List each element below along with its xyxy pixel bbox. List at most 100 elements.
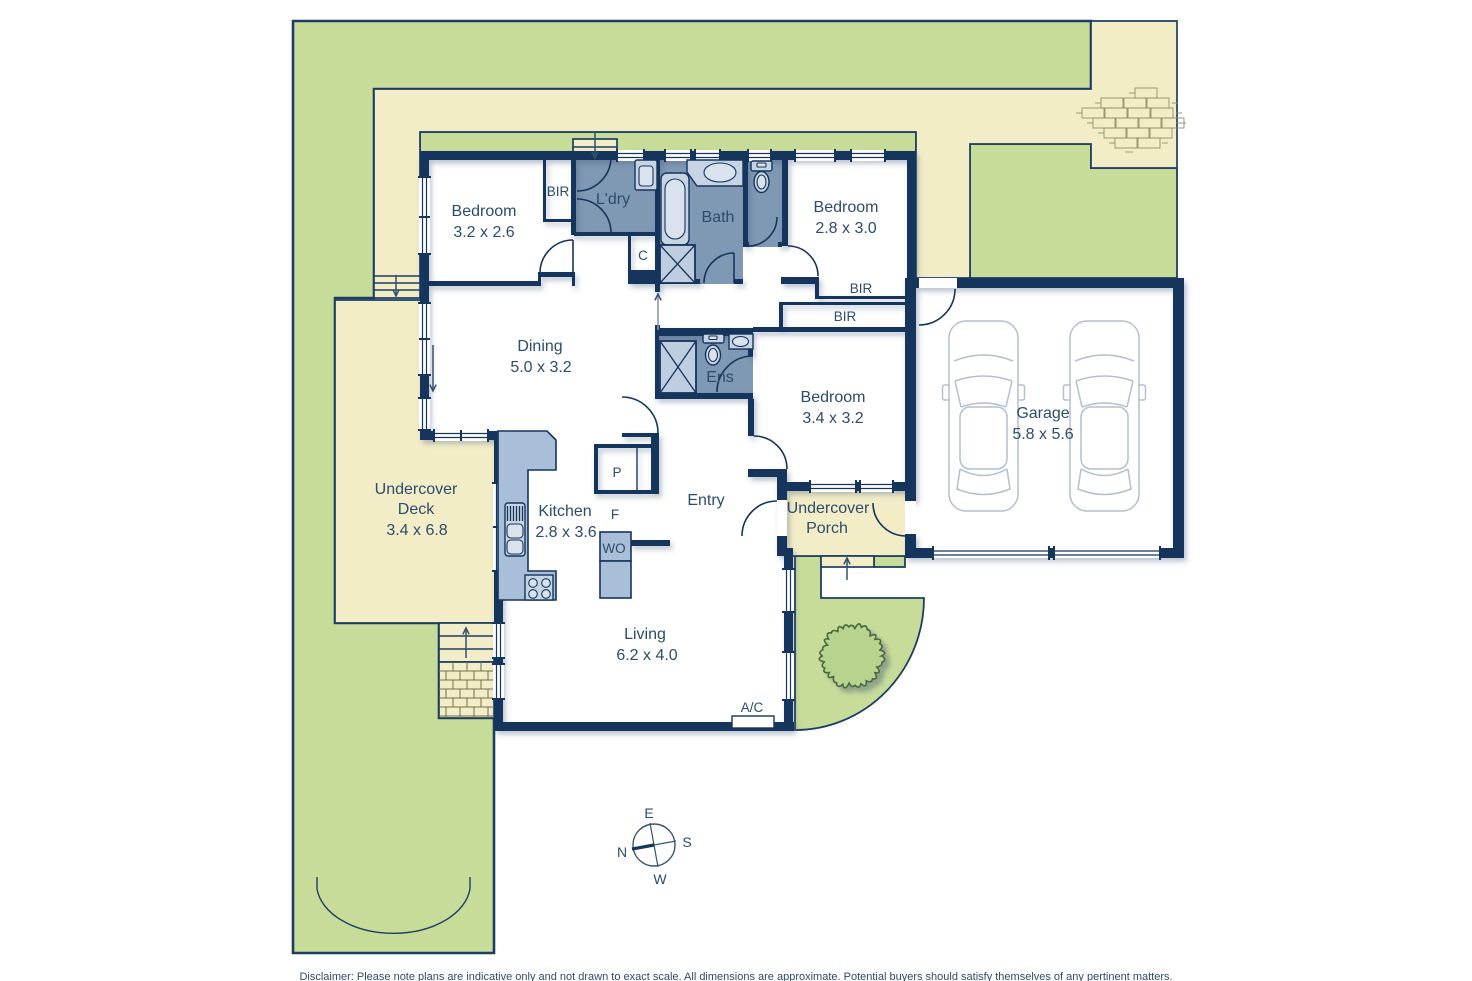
laundry-trough-bowl bbox=[638, 165, 654, 187]
wall-bedroom2-south bbox=[781, 277, 815, 284]
car-2-rear-window bbox=[1080, 468, 1129, 477]
wc-cistern-button bbox=[756, 162, 767, 168]
label-closet: C bbox=[638, 248, 648, 263]
door-arc-laundry-a bbox=[576, 156, 612, 192]
wall-laundry-west bbox=[571, 155, 576, 235]
label-bedroom3-name: Bedroom bbox=[801, 389, 866, 406]
wall-bir2-south bbox=[815, 296, 907, 299]
wall-garage-west-lower bbox=[905, 534, 916, 556]
arrow-deck-steps-head bbox=[462, 626, 470, 635]
brick bbox=[1149, 127, 1173, 139]
ensuite-bowl-inner bbox=[707, 347, 719, 363]
label-bir-bedroom2: BIR bbox=[850, 281, 873, 296]
label-ensuite: Ens bbox=[706, 369, 734, 386]
bathtub-bowl bbox=[664, 178, 686, 240]
window bbox=[795, 150, 835, 161]
wall-pantry-east bbox=[651, 433, 659, 494]
wall-garage-north bbox=[905, 278, 1184, 288]
label-entry: Entry bbox=[687, 492, 724, 509]
car-2-chassis bbox=[1069, 320, 1140, 512]
wall-wc-west bbox=[743, 155, 748, 247]
car-1-rear-window bbox=[959, 468, 1008, 477]
label-kitchen-dims: 2.8 x 3.6 bbox=[535, 524, 596, 541]
window bbox=[783, 652, 794, 700]
compass-label-north: N bbox=[617, 844, 627, 860]
car-1-windshield-top bbox=[954, 375, 1013, 382]
arrow-hall-doorway-head bbox=[654, 292, 662, 301]
tree-icon bbox=[818, 623, 886, 689]
arrows bbox=[392, 131, 851, 658]
label-deck-dims: 3.4 x 6.8 bbox=[386, 522, 447, 539]
wall-bedroom1-south bbox=[424, 281, 538, 286]
wall-pantry-north bbox=[594, 444, 659, 448]
disclaimer: Disclaimer: Please note plans are indica… bbox=[299, 971, 1172, 981]
label-bath: Bath bbox=[702, 209, 735, 226]
wall-pantry-west bbox=[594, 444, 598, 494]
car-1-trunk bbox=[956, 468, 1011, 496]
window bbox=[851, 150, 885, 161]
label-dining-name: Dining bbox=[517, 338, 562, 355]
kitchen-cabinet bbox=[599, 560, 632, 599]
car-1-hood-line bbox=[953, 354, 1014, 362]
label-living-dims: 6.2 x 4.0 bbox=[616, 647, 677, 664]
ensuite-cistern-button bbox=[708, 335, 718, 341]
wall-laundry-south bbox=[574, 232, 660, 236]
door-arc-bathroom bbox=[703, 252, 735, 284]
label-bedroom2-name: Bedroom bbox=[814, 199, 879, 216]
label-garage-dims: 5.8 x 5.6 bbox=[1012, 426, 1073, 443]
window bbox=[695, 150, 720, 161]
wall-bedroom1-door-header bbox=[538, 272, 575, 277]
air-conditioner-unit bbox=[731, 715, 775, 729]
window bbox=[419, 177, 430, 254]
label-deck-line1: Undercover bbox=[375, 481, 458, 498]
arrow-nw-steps-head bbox=[392, 289, 400, 298]
door-leaf-hall-kitchen bbox=[622, 433, 658, 437]
window bbox=[493, 623, 504, 658]
ensuite-basin bbox=[731, 335, 750, 348]
wall-kitchen-stub bbox=[630, 540, 670, 546]
wall-bedroom1-door-jamb-west bbox=[538, 272, 541, 286]
label-deck-line2: Deck bbox=[398, 501, 435, 518]
wall-bedroom2-west bbox=[782, 155, 788, 246]
car-2-roof bbox=[1080, 406, 1129, 470]
compass-north-pointer bbox=[631, 843, 655, 851]
label-bedroom1-name: Bedroom bbox=[452, 203, 517, 220]
fixtures bbox=[497, 159, 775, 729]
wall-bath-south-b bbox=[734, 279, 743, 284]
door-arc-laundry-b bbox=[576, 198, 612, 234]
window bbox=[665, 150, 691, 161]
garden-sliver-by-porch-steps bbox=[873, 555, 906, 568]
window bbox=[493, 664, 504, 699]
arrow-porch-steps-head bbox=[843, 556, 851, 565]
label-air-conditioner: A/C bbox=[741, 700, 764, 715]
door-arc-porch-garage bbox=[872, 502, 907, 537]
label-kitchen-name: Kitchen bbox=[538, 503, 591, 520]
label-bir-bedroom1: BIR bbox=[547, 184, 570, 199]
wall-bir1-west bbox=[543, 160, 546, 222]
wall-bedroom3-north bbox=[753, 327, 907, 332]
label-bir-bedroom3: BIR bbox=[834, 309, 857, 324]
car-2-hood-line bbox=[1074, 354, 1135, 362]
label-garage-name: Garage bbox=[1016, 405, 1069, 422]
wall-ensuite-south bbox=[658, 393, 753, 399]
door-arc-front-entry bbox=[741, 500, 778, 537]
wall-bir3-north bbox=[779, 302, 907, 305]
brick bbox=[1137, 137, 1161, 149]
window bbox=[748, 150, 771, 161]
cooktop-burner bbox=[541, 589, 551, 599]
car-2 bbox=[1062, 320, 1147, 512]
window bbox=[860, 481, 893, 492]
car-1-pillar-right bbox=[1005, 380, 1013, 408]
wall-living-south bbox=[494, 722, 794, 731]
wall-ensuite-west bbox=[655, 336, 659, 399]
window bbox=[810, 481, 856, 492]
car-2-windshield-top bbox=[1075, 375, 1134, 382]
wall-bedroom3-west bbox=[748, 399, 754, 436]
door-arc-bedroom2 bbox=[787, 245, 819, 277]
wall-bir1-south bbox=[543, 219, 574, 222]
wall-wc-south-a bbox=[743, 242, 749, 247]
car-2-pillar-right bbox=[1126, 380, 1134, 408]
label-laundry: L'dry bbox=[596, 191, 630, 208]
window bbox=[419, 398, 430, 430]
